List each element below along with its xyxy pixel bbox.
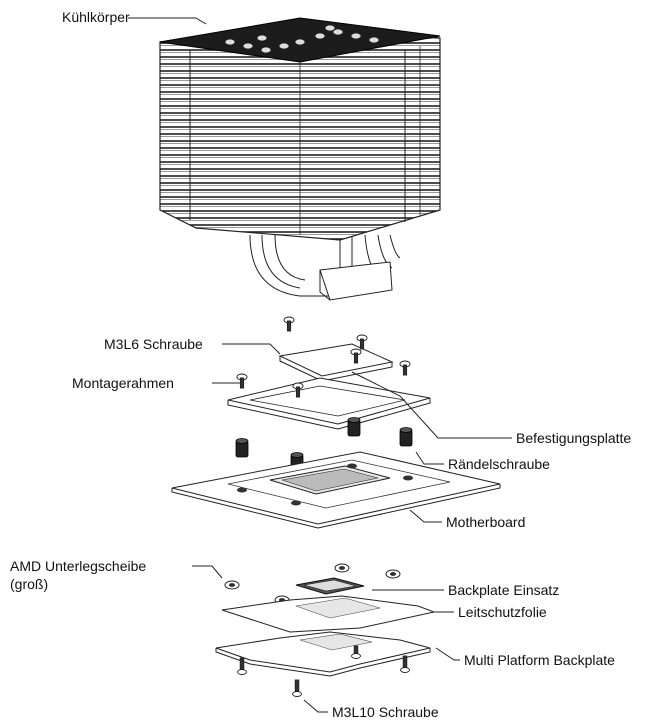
label-m3l6-screw: M3L6 Schraube bbox=[104, 336, 203, 352]
fixing-plate bbox=[278, 343, 394, 377]
heatsink-drawing bbox=[128, 17, 441, 301]
thumb-screws bbox=[235, 417, 413, 472]
motherboard-drawing bbox=[171, 451, 501, 529]
label-m3l10-screw: M3L10 Schraube bbox=[332, 704, 439, 720]
label-heatsink: Kühlkörper bbox=[62, 9, 130, 25]
label-motherboard: Motherboard bbox=[446, 514, 526, 530]
label-amd-washer: AMD Unterlegscheibe bbox=[10, 558, 147, 574]
label-fixing-plate: Befestigungsplatte bbox=[516, 430, 632, 446]
label-mounting-frame: Montagerahmen bbox=[72, 375, 174, 391]
heatsink-pipe-tips bbox=[224, 24, 380, 54]
backplate-assembly-drawing bbox=[192, 563, 460, 713]
label-thumb-screw: Rändelschraube bbox=[448, 456, 550, 472]
label-insulation-film: Leitschutzfolie bbox=[458, 604, 547, 620]
mounting-hardware bbox=[212, 316, 512, 472]
label-amd-washer-size: (groß) bbox=[10, 576, 49, 592]
heatsink-leader bbox=[128, 17, 207, 25]
m3l6-screws bbox=[236, 316, 411, 398]
heat-pipes bbox=[249, 234, 401, 297]
label-backplate-insert: Backplate Einsatz bbox=[448, 582, 560, 598]
heatsink-base bbox=[319, 261, 393, 301]
label-backplate: Multi Platform Backplate bbox=[464, 652, 615, 668]
